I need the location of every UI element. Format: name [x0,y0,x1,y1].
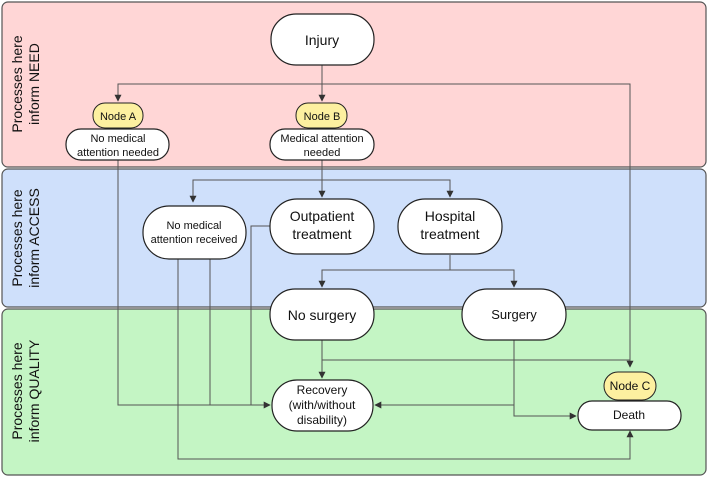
node-recovery: Recovery (with/without disability) [271,379,374,432]
node-b: Node B [295,102,348,129]
edge-to-surgery [450,269,518,288]
node-outpatient-line-1: Outpatient [290,208,355,224]
band-need-label-2: inform NEED [26,43,42,125]
node-recovery-box [271,379,374,432]
node-med-needed-box [269,128,375,161]
node-recovery-line-3: disability) [297,413,347,427]
node-no-med-needed: No medical attention needed [65,128,170,161]
node-c-tag [603,371,657,401]
band-access-label-2: inform ACCESS [26,188,42,288]
node-no-surgery: No surgery [269,288,375,341]
connectors [114,64,634,460]
edge-outpatient-to-recovery [250,225,270,405]
node-no-med-needed-box [65,128,170,161]
node-hospital-box [397,198,503,255]
node-injury: Injury [270,13,375,66]
node-med-needed-line-1: Medical attention [280,133,363,145]
node-no-med-received-line-2: attention received [151,234,238,246]
node-no-surgery-label: No surgery [288,307,356,323]
node-c: Node C [603,371,657,401]
node-outpatient: Outpatient treatment [269,198,375,255]
node-outpatient-line-2: treatment [292,226,351,242]
node-a-label: Node A [100,111,137,123]
node-injury-box [270,13,375,66]
node-b-tag [295,102,348,129]
edge-to-no-surgery [318,269,450,288]
node-surgery-box [461,288,567,341]
node-surgery: Surgery [461,288,567,341]
node-no-med-received-box [142,205,247,260]
node-death: Death [577,400,682,431]
node-no-med-needed-line-2: attention needed [77,147,159,159]
node-death-label: Death [613,408,645,422]
node-outpatient-box [269,198,375,255]
edge-surgery-to-death [513,405,577,420]
node-no-med-received: No medical attention received [142,205,247,260]
node-a-tag [92,102,144,129]
edge-no-med-received-to-death [177,259,634,460]
node-c-label: Node C [610,379,651,393]
edge-no-med-needed-to-recovery [117,160,271,409]
edge-injury-to-node-c [322,83,634,368]
node-hospital-line-1: Hospital [425,208,476,224]
edge-to-no-med-received [189,179,322,203]
node-no-med-needed-line-1: No medical [90,133,145,145]
node-no-surgery-box [269,288,375,341]
node-recovery-line-1: Recovery [297,383,348,397]
band-quality-label-2: inform QUALITY [26,339,42,442]
node-a: Node A [92,102,144,129]
edge-to-hospital [322,179,454,198]
node-med-needed: Medical attention needed [269,128,375,161]
node-hospital: Hospital treatment [397,198,503,255]
node-b-label: Node B [304,111,341,123]
band-access-label-1: Processes here [9,189,25,286]
node-injury-label: Injury [305,32,339,48]
band-quality-label-1: Processes here [9,342,25,439]
node-death-box [577,400,682,431]
node-no-med-received-line-1: No medical [166,220,221,232]
band-need-label-1: Processes here [9,35,25,132]
node-hospital-line-2: treatment [420,226,479,242]
node-surgery-label: Surgery [491,307,537,322]
node-recovery-line-2: (with/without [289,398,356,412]
edge-injury-to-node-a [114,83,322,102]
node-med-needed-line-2: needed [304,147,341,159]
